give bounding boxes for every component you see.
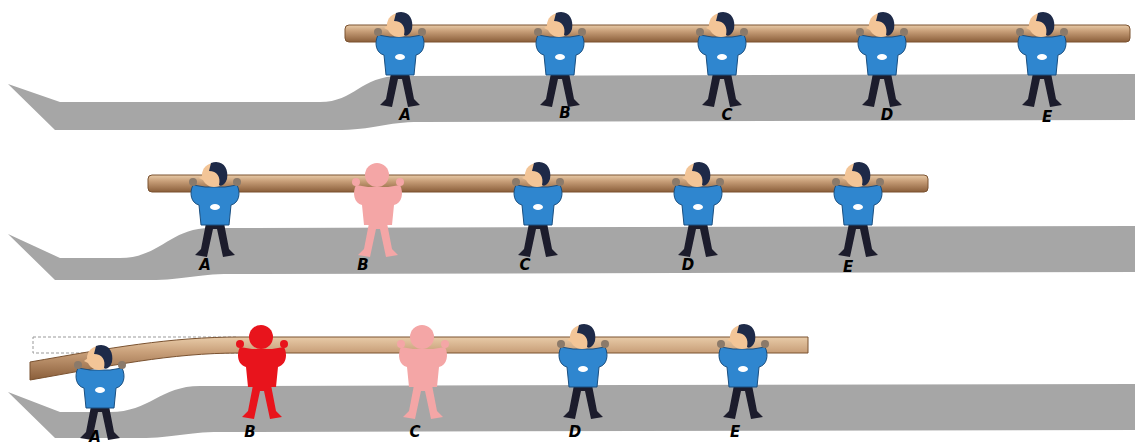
person-label: D	[881, 108, 893, 123]
person-label: D	[569, 425, 581, 440]
person-label: D	[682, 258, 694, 273]
person-label: C	[721, 108, 732, 123]
person-label: A	[399, 108, 411, 123]
person-label: C	[409, 425, 420, 440]
person-label: E	[730, 425, 740, 440]
person-label: C	[519, 258, 530, 273]
person-label: A	[199, 258, 211, 273]
person-label: E	[1042, 110, 1052, 125]
person-label: B	[357, 258, 368, 273]
person-label: B	[244, 425, 255, 440]
person-label: E	[843, 260, 853, 275]
person-label: A	[89, 430, 101, 445]
person-label: B	[559, 106, 570, 121]
